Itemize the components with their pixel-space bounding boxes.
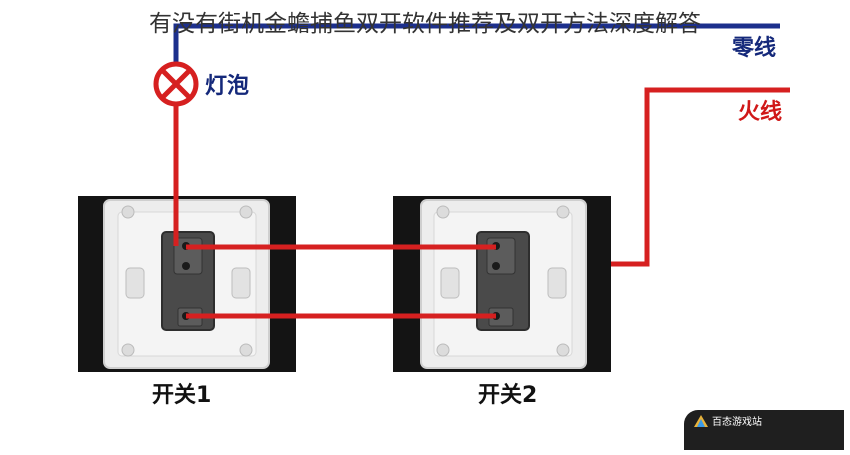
live-wire-label: 火线 [738,100,783,125]
watermark-text: 百态游戏站 [712,417,762,428]
page-title: 有没有街机金蟾捕鱼双开软件推荐及双开方法深度解答 [149,11,701,37]
bulb-icon [153,61,199,107]
switch-1-plate [78,196,296,372]
neutral-wire-label: 零线 [732,36,777,61]
watermark-logo-icon [694,415,708,427]
switch-2-plate [393,196,611,372]
switch-2-label: 开关2 [478,383,538,408]
neutral-wire [173,23,780,64]
watermark-badge [684,410,844,450]
bulb-label: 灯泡 [205,74,250,99]
switch-1-label: 开关1 [152,383,212,408]
